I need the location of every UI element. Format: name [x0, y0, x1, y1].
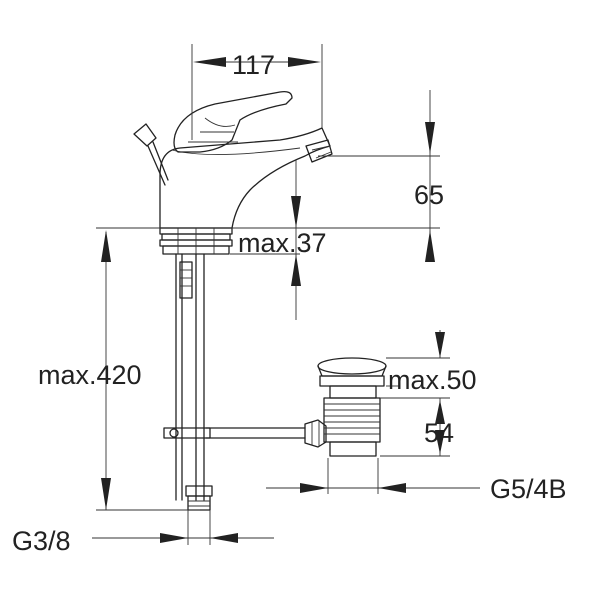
pop-up-waste: [317, 357, 387, 457]
dim-max-drain: [386, 330, 450, 387]
dim-drain-height: [380, 397, 450, 457]
supply-hoses: [163, 253, 213, 511]
label-max-deck: max.37: [238, 228, 327, 258]
dim-height-spout: [318, 90, 440, 262]
label-drain-height: 54: [424, 418, 454, 448]
dim-max-length: [96, 230, 200, 511]
label-max-length: max.420: [38, 360, 142, 390]
label-width-top: 117: [232, 50, 275, 80]
label-max-drain: max.50: [388, 365, 477, 395]
dim-thread-drain: [266, 458, 480, 494]
faucet-body: [159, 127, 333, 229]
label-height-spout: 65: [414, 180, 444, 210]
label-thread-supply: G3/8: [12, 526, 71, 556]
label-thread-drain: G5/4B: [490, 474, 567, 504]
deck-mount-rings: [159, 227, 233, 255]
pull-rod-knob: [133, 123, 169, 186]
lever-handle: [173, 90, 293, 153]
dim-max-deck: [291, 160, 301, 320]
pull-rod-linkage: [205, 419, 327, 448]
dim-thread-supply: [92, 510, 274, 545]
dim-width-top: [191, 44, 323, 140]
